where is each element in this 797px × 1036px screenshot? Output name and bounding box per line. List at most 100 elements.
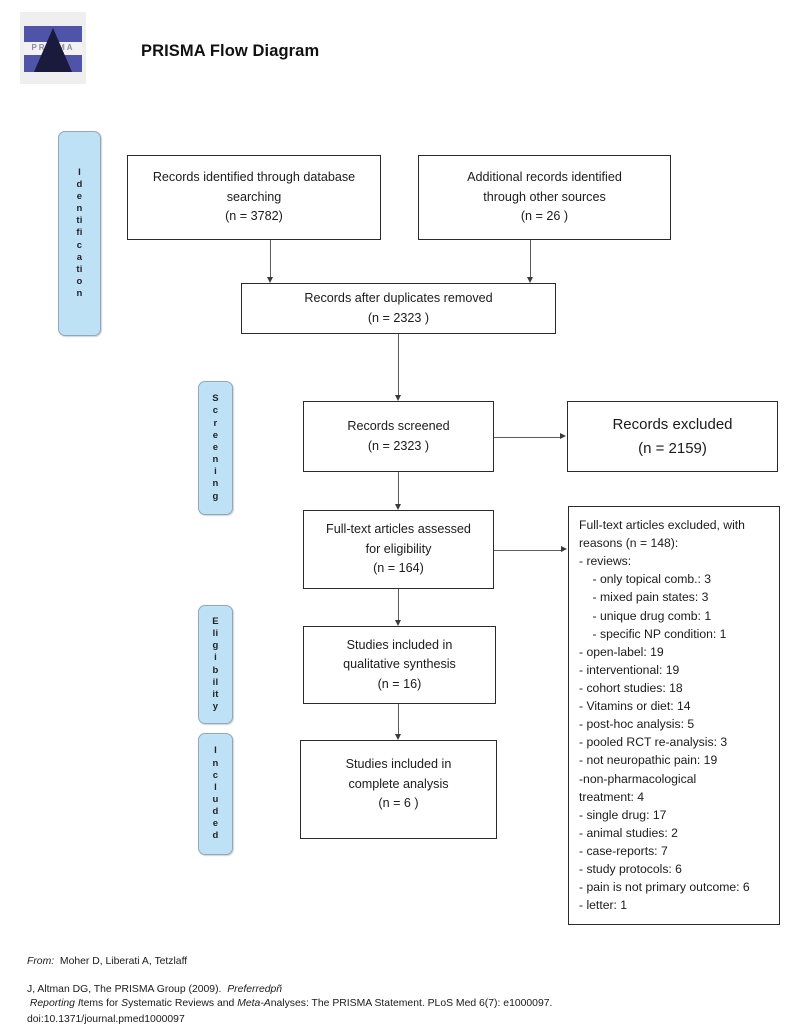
connector-qualitative-to-complete [398, 704, 400, 736]
studies-included-complete-box: Studies included in complete analysis (n… [300, 740, 497, 839]
stage-letter: d [212, 806, 219, 818]
stage-letter: o [76, 276, 83, 288]
box-line: Full-text articles assessed [326, 522, 471, 537]
reason-line: - cohort studies: 18 [579, 680, 683, 695]
stage-letter: a [76, 251, 83, 263]
box-line: (n = 2159) [638, 439, 707, 457]
reason-line: - reviews: [579, 554, 632, 569]
box-line: Records after duplicates removed [304, 290, 493, 305]
stage-letter: e [212, 441, 219, 453]
stage-letter: it [212, 688, 219, 700]
prisma-logo-graphic: PRISMA [24, 26, 82, 72]
logo-triangle-icon [34, 28, 72, 72]
footer-from-line: From: Moher D, Liberati A, Tetzlaff [27, 955, 187, 970]
footer-citation-line2: Reporting Items for Systematic Reviews a… [27, 997, 553, 1012]
stage-letter: n [212, 757, 219, 769]
reason-line: - unique drug comb: 1 [579, 608, 712, 623]
footer-citation-line1: J, Altman DG, The PRISMA Group (2009). P… [27, 983, 282, 998]
footer-doi: doi:10.1371/journal.pmed1000097 [27, 1014, 185, 1025]
stage-letter: c [212, 769, 219, 781]
studies-included-qualitative-box: Studies included in qualitative synthesi… [303, 626, 496, 704]
stage-letter: b [212, 664, 219, 676]
footer-authors: Moher D, Liberati A, Tetzlaff [54, 956, 188, 967]
reason-line: - interventional: 19 [579, 662, 680, 677]
arrow-screened-to-fulltext [395, 504, 401, 510]
reason-line: - open-label: 19 [579, 644, 664, 659]
stage-label-identification: I d e n ti fi c a ti o n [58, 131, 101, 336]
arrow-fulltext-to-reasons [561, 546, 567, 552]
reason-line: - study protocols: 6 [579, 862, 682, 877]
reason-line: - not neuropathic pain: 19 [579, 753, 718, 768]
reason-line: - pain is not primary outcome: 6 [579, 880, 750, 895]
footer-preferred-word: Preferredpñ [227, 984, 283, 995]
box-line: (n = 2323 ) [367, 438, 430, 453]
reason-line: reasons (n = 148): [579, 536, 679, 551]
prisma-logo: PRISMA [20, 12, 86, 84]
stage-letter: c [76, 239, 83, 251]
stage-letter: I [214, 745, 217, 757]
stage-letter: e [212, 429, 219, 441]
arrow-other-to-duplicates [527, 277, 533, 283]
footer-items-rest: tems for [80, 998, 122, 1009]
reason-line: - animal studies: 2 [579, 825, 678, 840]
stage-letter: fi [76, 227, 83, 239]
stage-letter: i [214, 466, 217, 478]
stage-letter: li [212, 628, 219, 640]
reason-line: - specific NP condition: 1 [579, 626, 727, 641]
records-screened-box: Records screened (n = 2323 ) [303, 401, 494, 472]
stage-letter: S [212, 393, 219, 405]
connector-duplicates-to-screened [398, 334, 400, 396]
reason-line: - mixed pain states: 3 [579, 590, 709, 605]
reason-line: - single drug: 17 [579, 807, 667, 822]
box-line: (n = 26 ) [520, 209, 569, 224]
box-line: (n = 3782) [225, 209, 283, 224]
box-line: (n = 6 ) [378, 796, 419, 811]
stage-letter: n [76, 288, 83, 300]
box-line: (n = 2323 ) [367, 310, 430, 325]
reason-line: - pooled RCT re-analysis: 3 [579, 735, 728, 750]
arrow-duplicates-to-screened [395, 395, 401, 401]
stage-letter: l [214, 781, 217, 793]
box-line: Studies included in [345, 757, 452, 771]
reason-line: - letter: 1 [579, 898, 628, 913]
stage-letter: n [212, 478, 219, 490]
box-line: Records excluded [612, 415, 733, 433]
box-line: Records identified through database [152, 170, 356, 185]
stage-letter: g [212, 490, 219, 502]
arrow-db-to-duplicates [267, 277, 273, 283]
connector-screened-to-fulltext [398, 472, 400, 505]
stage-letter: u [212, 794, 219, 805]
box-line: searching [226, 189, 282, 204]
footer-meta-analyses: Meta-A [237, 998, 271, 1009]
box-line: through other sources [483, 189, 606, 204]
reason-line: - post-hoc analysis: 5 [579, 717, 695, 732]
connector-fulltext-to-qualitative [398, 589, 400, 621]
stage-letter: ti [76, 215, 83, 227]
connector-fulltext-to-reasons [494, 550, 562, 552]
stage-letter: i [214, 652, 217, 664]
footer-systematic-rest: ystematic Reviews and [128, 998, 238, 1009]
reason-line: - only topical comb.: 3 [579, 572, 712, 587]
footer-citation-group: J, Altman DG, The PRISMA Group (2009). [27, 984, 228, 995]
reason-line: Full-text articles excluded, with [579, 518, 745, 532]
footer-systematic-initial: S [121, 998, 129, 1009]
stage-letter: e [212, 818, 219, 830]
stage-letter: g [212, 640, 219, 652]
full-text-articles-excluded-box: Full-text articles excluded, with reason… [568, 506, 780, 925]
footer-from-label: From: [27, 956, 55, 967]
records-after-duplicates-removed-box: Records after duplicates removed (n = 23… [241, 283, 556, 334]
box-line: (n = 16) [377, 676, 422, 691]
additional-records-other-sources-box: Additional records identified through ot… [418, 155, 671, 240]
footer-items-initial: I [77, 998, 81, 1009]
stage-letter: y [212, 700, 219, 712]
stage-letter: n [212, 454, 219, 466]
stage-letter: E [212, 615, 219, 627]
arrow-screened-to-excluded [560, 433, 566, 439]
stage-letter: r [213, 417, 218, 429]
arrow-qualitative-to-complete [395, 734, 401, 740]
stage-letter: d [212, 830, 219, 842]
footer-statement-rest: nalyses: The PRISMA Statement. PLoS Med … [270, 998, 553, 1009]
records-excluded-box: Records excluded (n = 2159) [567, 401, 778, 472]
stage-label-included: I n c l u d e d [198, 733, 233, 855]
